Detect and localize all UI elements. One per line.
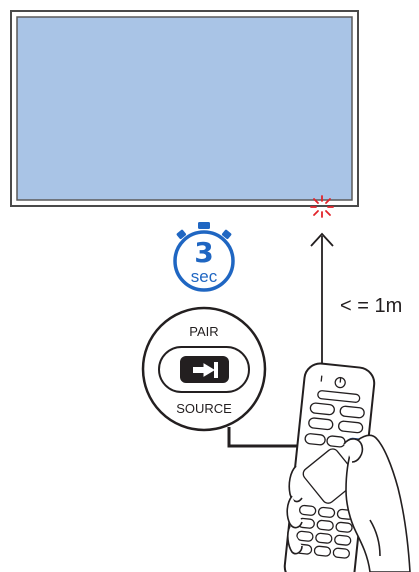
source-label: SOURCE xyxy=(176,401,232,416)
tv-screen xyxy=(17,17,352,200)
distance-label: < = 1m xyxy=(340,295,402,317)
pair-label: PAIR xyxy=(189,324,218,339)
signal-arrow xyxy=(311,234,333,365)
tv xyxy=(11,11,358,206)
timer-unit: sec xyxy=(191,267,218,286)
timer-value: 3 xyxy=(194,236,213,269)
